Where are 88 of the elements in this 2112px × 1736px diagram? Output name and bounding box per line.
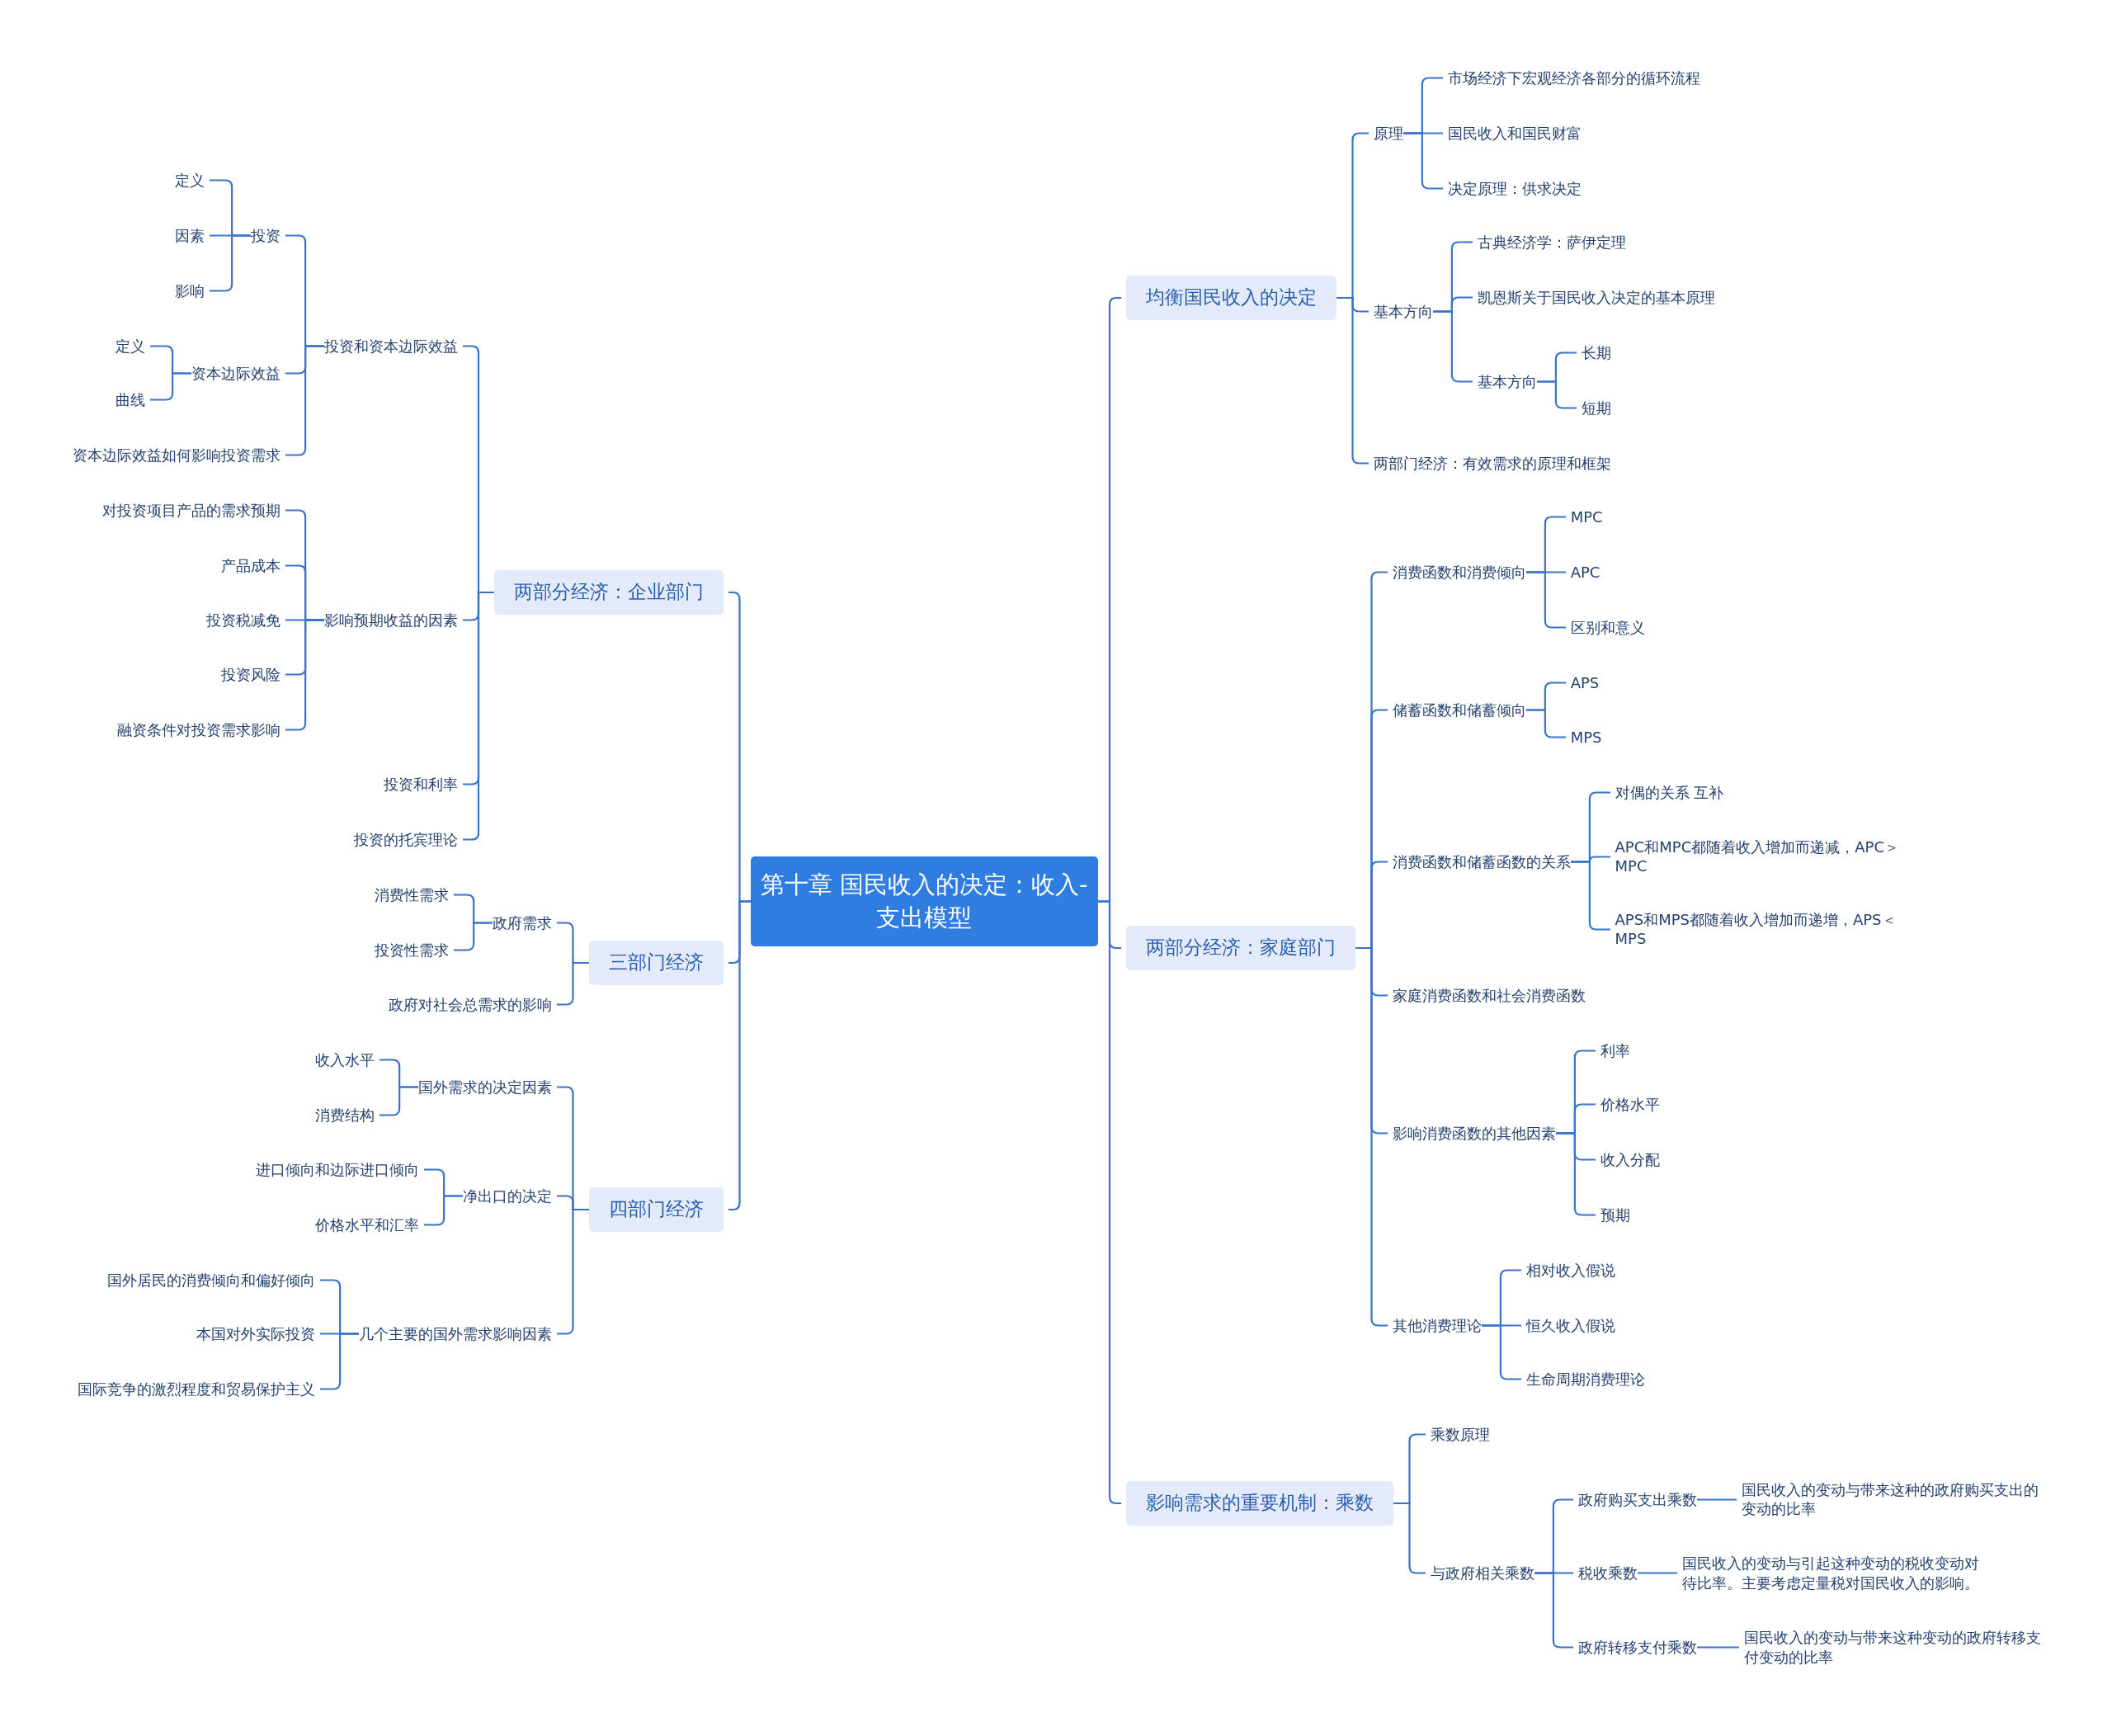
subtopic-label: 政府转移支付乘数 xyxy=(1578,1638,1698,1658)
subtopic-label: 国外需求的决定因素 xyxy=(418,1078,553,1097)
subtopic-label: APC xyxy=(1570,563,1600,583)
subtopic-label: 政府需求 xyxy=(493,913,553,933)
subtopic-label: 基本方向 xyxy=(1478,371,1537,391)
topic-box: 均衡国民收入的决定 xyxy=(1125,275,1336,320)
subtopic-label: 本国对外实际投资 xyxy=(196,1323,316,1344)
subtopic-label: 产品成本 xyxy=(220,556,280,576)
subtopic-label: 储蓄函数和储蓄倾向 xyxy=(1393,700,1527,720)
subtopic-label: 决定原理：供求决定 xyxy=(1448,179,1582,199)
subtopic-label: 净出口的决定 xyxy=(463,1186,553,1206)
central-topic-box: 第十章 国民收入的决定：收入-支出模型 xyxy=(750,856,1098,946)
subtopic-label: 短期 xyxy=(1581,399,1611,418)
subtopic-label: 市场经济下宏观经济各部分的循环流程 xyxy=(1448,68,1701,88)
connector-line xyxy=(150,372,191,401)
connector-line xyxy=(454,922,493,951)
subtopic-label: 税收乘数 xyxy=(1578,1564,1638,1583)
subtopic-label: 消费函数和消费倾向 xyxy=(1393,563,1527,583)
subtopic-label: 区别和意义 xyxy=(1570,618,1645,638)
subtopic-label: 影响消费函数的其他因素 xyxy=(1393,1123,1557,1143)
subtopic-label: 基本方向 xyxy=(1374,301,1434,322)
subtopic-label: 投资和利率 xyxy=(384,774,459,795)
subtopic-label: 影响预期收益的因素 xyxy=(324,610,459,630)
connector-line xyxy=(1537,380,1577,409)
topic-box: 两部分经济：家庭部门 xyxy=(1125,926,1355,971)
subtopic-label: 进口倾向和边际进口倾向 xyxy=(255,1159,419,1180)
subtopic-label: 国际竞争的激烈程度和贸易保护主义 xyxy=(78,1379,316,1399)
subtopic-label: 生命周期消费理论 xyxy=(1525,1370,1645,1389)
subtopic-label: 几个主要的国外需求影响因素 xyxy=(359,1323,553,1344)
topic-box: 三部门经济 xyxy=(588,941,724,986)
subtopic-label: 收入水平 xyxy=(314,1050,375,1070)
connector-line xyxy=(557,961,589,1006)
subtopic-label: 因素 xyxy=(175,226,205,246)
subtopic-label: 乘数原理 xyxy=(1430,1425,1490,1445)
subtopic-label: 资本边际效益 xyxy=(191,363,280,384)
subtopic-label: 对投资项目产品的需求预期 xyxy=(101,501,280,521)
subtopic-label: 相对收入假说 xyxy=(1525,1261,1615,1281)
subtopic-label: APS和MPS都随着收入增加而递增，APS＜MPS xyxy=(1615,910,1905,949)
subtopic-label: 国民收入的变动与带来这种变动的政府转移支付变动的比率 xyxy=(1744,1628,2048,1667)
connector-line xyxy=(1526,709,1566,738)
subtopic-label: 长期 xyxy=(1581,343,1611,363)
subtopic-label: 投资性需求 xyxy=(374,940,449,960)
subtopic-label: MPC xyxy=(1570,507,1603,527)
subtopic-label: 凯恩斯关于国民收入决定的基本原理 xyxy=(1478,288,1715,308)
subtopic-label: 政府购买支出乘数 xyxy=(1578,1489,1698,1510)
subtopic-label: 定义 xyxy=(175,171,205,191)
subtopic-label: 其他消费理论 xyxy=(1393,1316,1483,1336)
subtopic-label: APS xyxy=(1570,673,1600,693)
subtopic-label: 曲线 xyxy=(116,390,146,410)
subtopic-label: 预期 xyxy=(1600,1205,1630,1225)
subtopic-label: 投资 xyxy=(250,226,280,246)
subtopic-label: 与政府相关乘数 xyxy=(1430,1564,1534,1583)
subtopic-label: 古典经济学：萨伊定理 xyxy=(1478,233,1626,252)
subtopic-label: 价格水平 xyxy=(1600,1095,1660,1115)
subtopic-label: MPS xyxy=(1570,727,1602,747)
connector-line xyxy=(1697,1646,1739,1649)
subtopic-label: 投资税减免 xyxy=(205,610,280,630)
subtopic-label: 恒久收入假说 xyxy=(1525,1316,1615,1336)
subtopic-label: 消费函数和储蓄函数的关系 xyxy=(1393,852,1572,872)
subtopic-label: 价格水平和汇率 xyxy=(314,1215,419,1234)
subtopic-label: 定义 xyxy=(116,337,146,356)
subtopic-label: 投资风险 xyxy=(220,665,280,685)
subtopic-label: 国民收入的变动与带来这种的政府购买支出的变动的比率 xyxy=(1742,1479,2045,1519)
connector-line xyxy=(424,1195,463,1226)
subtopic-label: 利率 xyxy=(1600,1040,1630,1061)
subtopic-label: 对偶的关系 互补 xyxy=(1615,782,1724,802)
subtopic-label: 家庭消费函数和社会消费函数 xyxy=(1393,986,1586,1006)
subtopic-label: 原理 xyxy=(1374,124,1404,144)
subtopic-label: 融资条件对投资需求影响 xyxy=(116,720,280,740)
connector-line xyxy=(1697,1498,1737,1501)
subtopic-label: 消费性需求 xyxy=(374,885,449,904)
topic-box: 四部门经济 xyxy=(588,1187,724,1232)
subtopic-label: 两部门经济：有效需求的原理和框架 xyxy=(1374,454,1612,474)
subtopic-label: 国外居民的消费倾向和偏好倾向 xyxy=(107,1270,316,1290)
subtopic-label: 收入分配 xyxy=(1600,1150,1660,1170)
subtopic-label: 国民收入和国民财富 xyxy=(1448,124,1582,144)
topic-box: 两部分经济：企业部门 xyxy=(493,570,724,616)
connector-line xyxy=(1638,1572,1677,1574)
subtopic-label: 政府对社会总需求的影响 xyxy=(389,995,553,1015)
topic-box: 影响需求的重要机制：乘数 xyxy=(1125,1481,1393,1526)
subtopic-label: 消费结构 xyxy=(314,1106,375,1125)
subtopic-label: 投资的托宾理论 xyxy=(354,829,459,850)
subtopic-label: APC和MPC都随着收入增加而递减，APC＞MPC xyxy=(1615,837,1905,876)
subtopic-label: 影响 xyxy=(175,281,205,301)
connector-line xyxy=(380,1086,418,1116)
subtopic-label: 资本边际效益如何影响投资需求 xyxy=(72,446,280,465)
subtopic-label: 投资和资本边际效益 xyxy=(324,337,459,356)
subtopic-label: 国民收入的变动与引起这种变动的税收变动对待比率。主要考虑定量税对国民收入的影响。 xyxy=(1682,1554,1986,1593)
